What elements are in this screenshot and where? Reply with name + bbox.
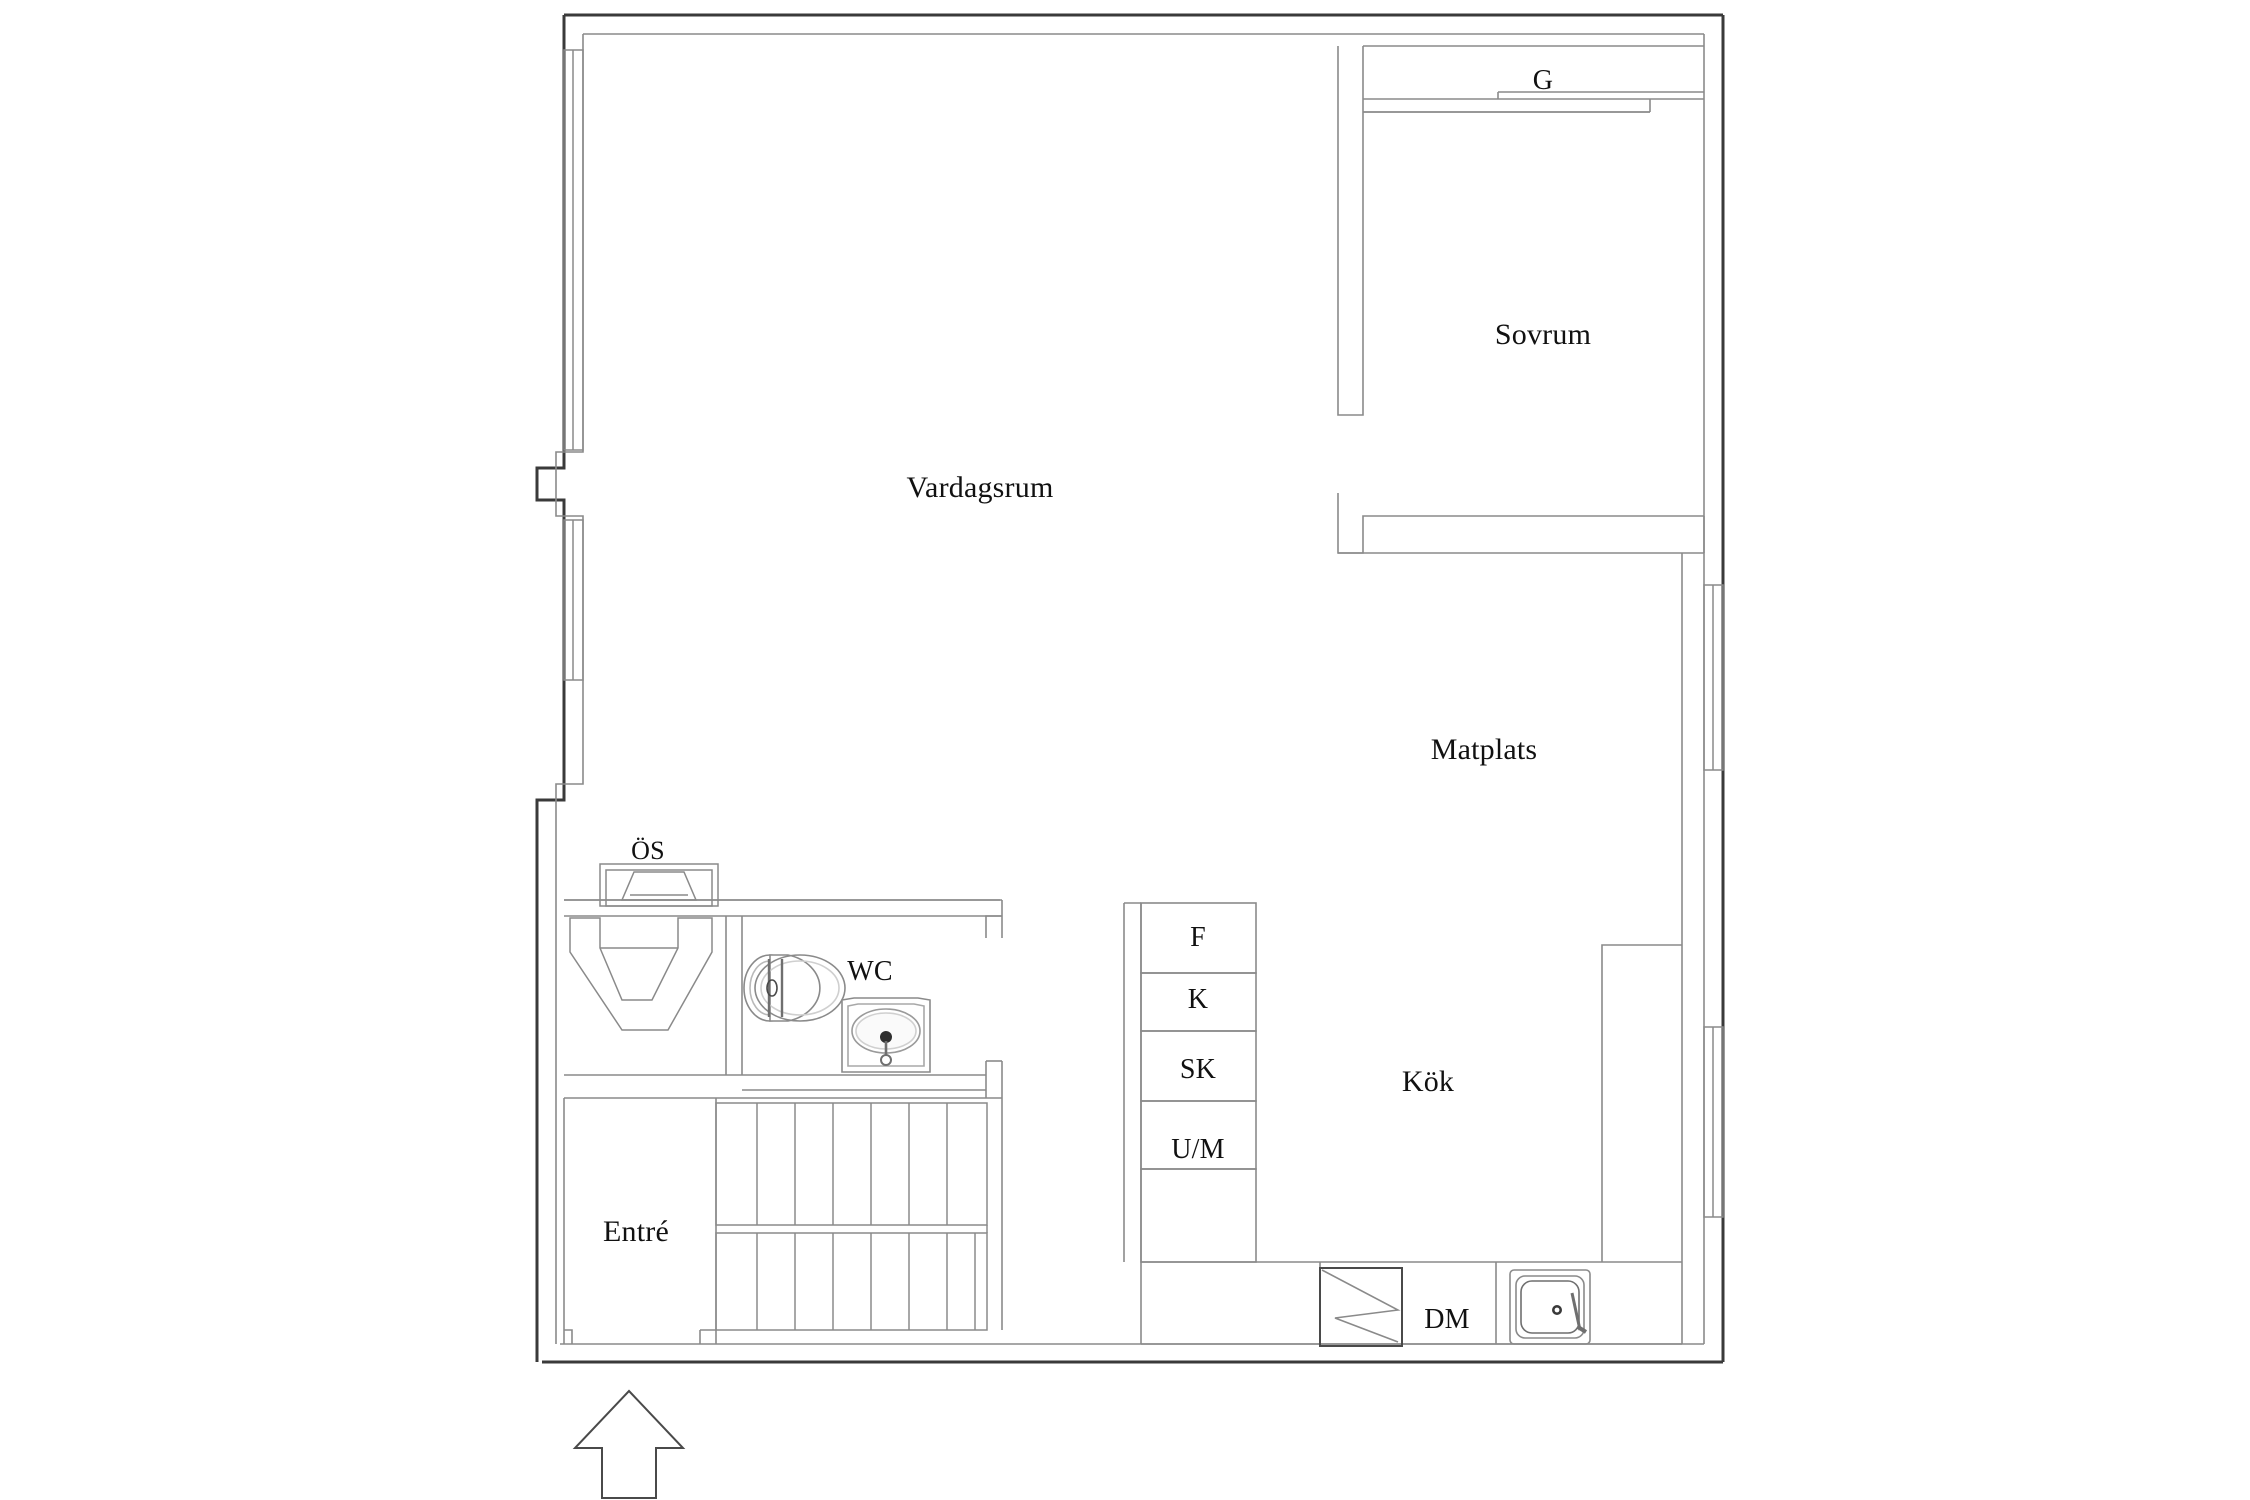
appliance-label-kyl: K <box>1187 984 1209 1015</box>
cooktop-fixture <box>1319 1267 1403 1347</box>
kitchen-counter-bottom <box>1140 1261 1682 1345</box>
appliance-label-skafferi: SK <box>1179 1054 1217 1085</box>
room-label-vardagsrum: Vardagsrum <box>906 471 1054 504</box>
wardrobe-g <box>1363 45 1704 113</box>
appliance-label-ugn-mikro: U/M <box>1171 1134 1225 1165</box>
shower-drain-fixture <box>569 863 719 1031</box>
entry-direction-arrow <box>572 1389 686 1499</box>
appliance-label-frys: F <box>1190 922 1206 953</box>
window-right-lower <box>1703 1026 1724 1218</box>
wall-sovrum-matplats <box>1337 493 1705 554</box>
washbasin-fixture <box>841 997 931 1073</box>
outer-walls <box>535 13 1725 1364</box>
room-label-sovrum: Sovrum <box>1494 318 1592 351</box>
outer-wall-inner-face <box>555 33 1705 1345</box>
room-label-garderob: G <box>1532 65 1554 96</box>
wall-vardagsrum-sovrum <box>1337 46 1364 416</box>
window-right-upper <box>1703 584 1724 771</box>
window-left-upper <box>563 49 584 451</box>
wall-kitchen-hall <box>1123 902 1142 1262</box>
appliance-label-diskmaskin: DM <box>1424 1304 1470 1335</box>
window-left-mid <box>563 519 584 681</box>
kitchen-sink-fixture <box>1509 1269 1591 1345</box>
room-label-entre: Entré <box>603 1215 669 1248</box>
room-label-os: ÖS <box>631 836 665 865</box>
room-label-matplats: Matplats <box>1430 733 1538 766</box>
kitchen-counter-right <box>1601 944 1682 1262</box>
toilet-fixture <box>743 954 846 1022</box>
room-label-wc: WC <box>847 956 893 987</box>
appliance-column <box>1140 902 1257 1263</box>
room-label-kok: Kök <box>1401 1065 1455 1098</box>
staircase <box>715 1102 988 1331</box>
